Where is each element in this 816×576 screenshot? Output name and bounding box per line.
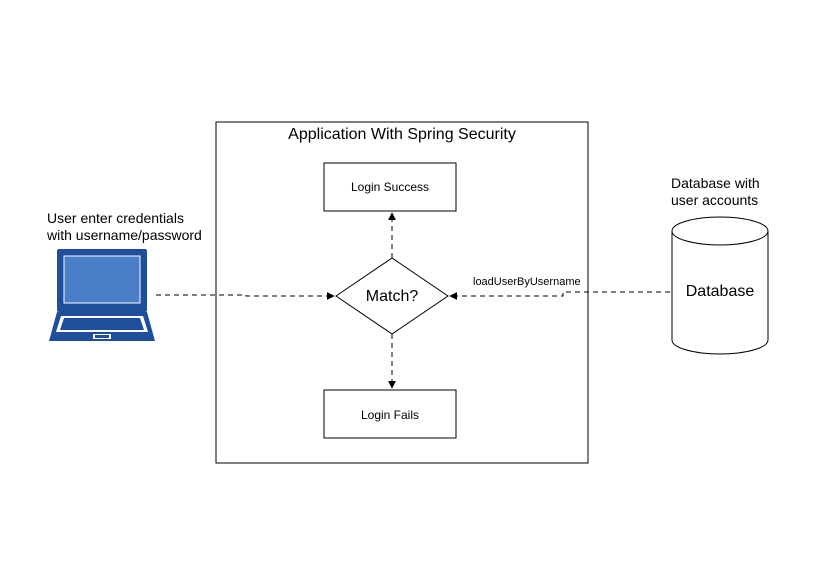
user-caption-line2: with username/password bbox=[47, 227, 202, 243]
user-caption: User enter credentials with username/pas… bbox=[47, 210, 202, 244]
login-fails-label: Login Fails bbox=[360, 408, 420, 422]
database-caption: Database with user accounts bbox=[671, 175, 760, 209]
database-cylinder-icon bbox=[671, 216, 769, 355]
match-label: Match? bbox=[365, 288, 419, 305]
edge-database-to-match bbox=[449, 291, 670, 300]
login-fails-box bbox=[323, 389, 457, 439]
load-user-by-username-label: loadUserByUsername bbox=[473, 276, 581, 288]
login-success-label: Login Success bbox=[350, 180, 430, 194]
laptop-icon bbox=[49, 249, 155, 341]
application-title: Application With Spring Security bbox=[288, 126, 516, 143]
user-caption-line1: User enter credentials bbox=[47, 210, 184, 226]
match-decision-diamond bbox=[335, 257, 449, 335]
database-label: Database bbox=[685, 283, 755, 300]
login-success-box bbox=[323, 162, 457, 212]
database-caption-line1: Database with bbox=[671, 175, 760, 191]
database-caption-line2: user accounts bbox=[671, 192, 759, 208]
edge-user-to-match bbox=[156, 292, 335, 300]
